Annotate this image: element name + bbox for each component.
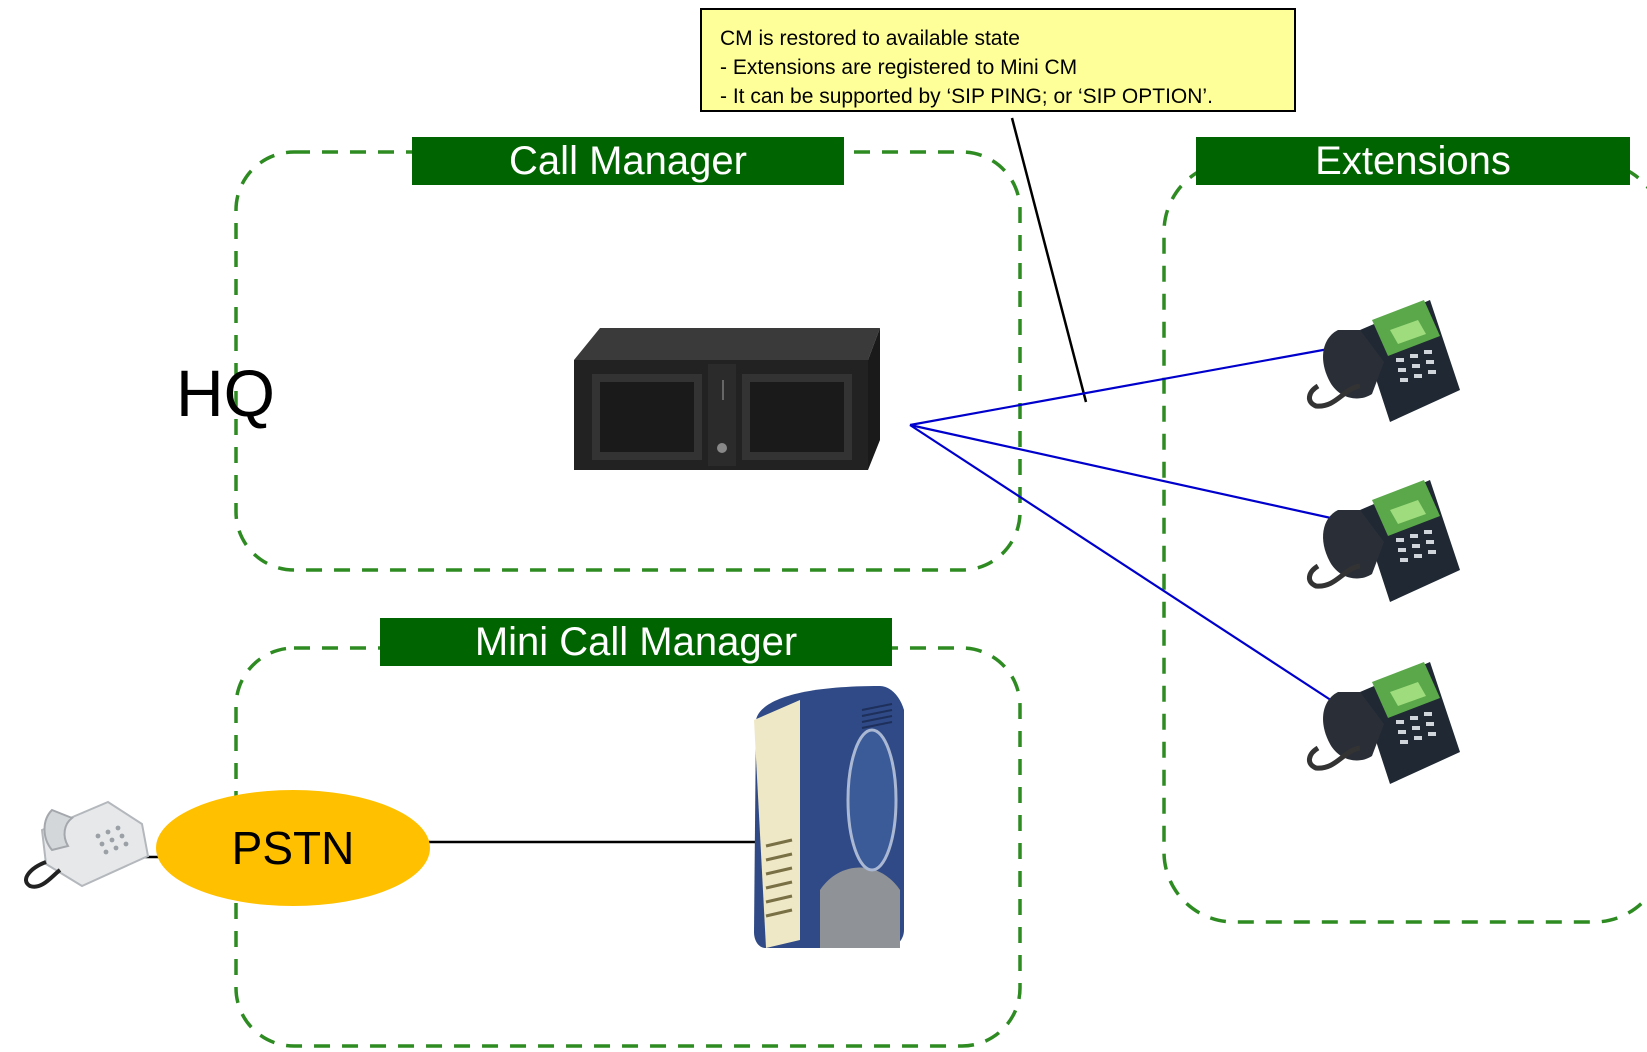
call-manager-label: Call Manager [412,137,844,185]
cm-extension-links [909,342,1357,711]
server-rack-icon [574,328,880,470]
gateway-icon [754,686,904,948]
pstn-cloud [156,790,430,906]
note-line: - It can be supported by ‘SIP PING; or ‘… [720,85,1213,108]
analog-phone-icon [24,800,150,889]
ip-phone-icon [1307,480,1460,602]
pstn-label: PSTN [231,822,355,874]
callout-pointer [1010,117,1088,403]
note-line: CM is restored to available state [720,27,1020,50]
ip-phone-icon [1307,300,1460,422]
extensions-label: Extensions [1196,137,1630,185]
ip-phone-icon [1307,662,1460,784]
mini-call-manager-label: Mini Call Manager [380,618,892,666]
callout-note: CM is restored to available state - Exte… [700,8,1296,112]
hq-label: HQ [176,356,275,430]
call-manager-zone [234,150,1022,572]
note-line: - Extensions are registered to Mini CM [720,56,1078,79]
